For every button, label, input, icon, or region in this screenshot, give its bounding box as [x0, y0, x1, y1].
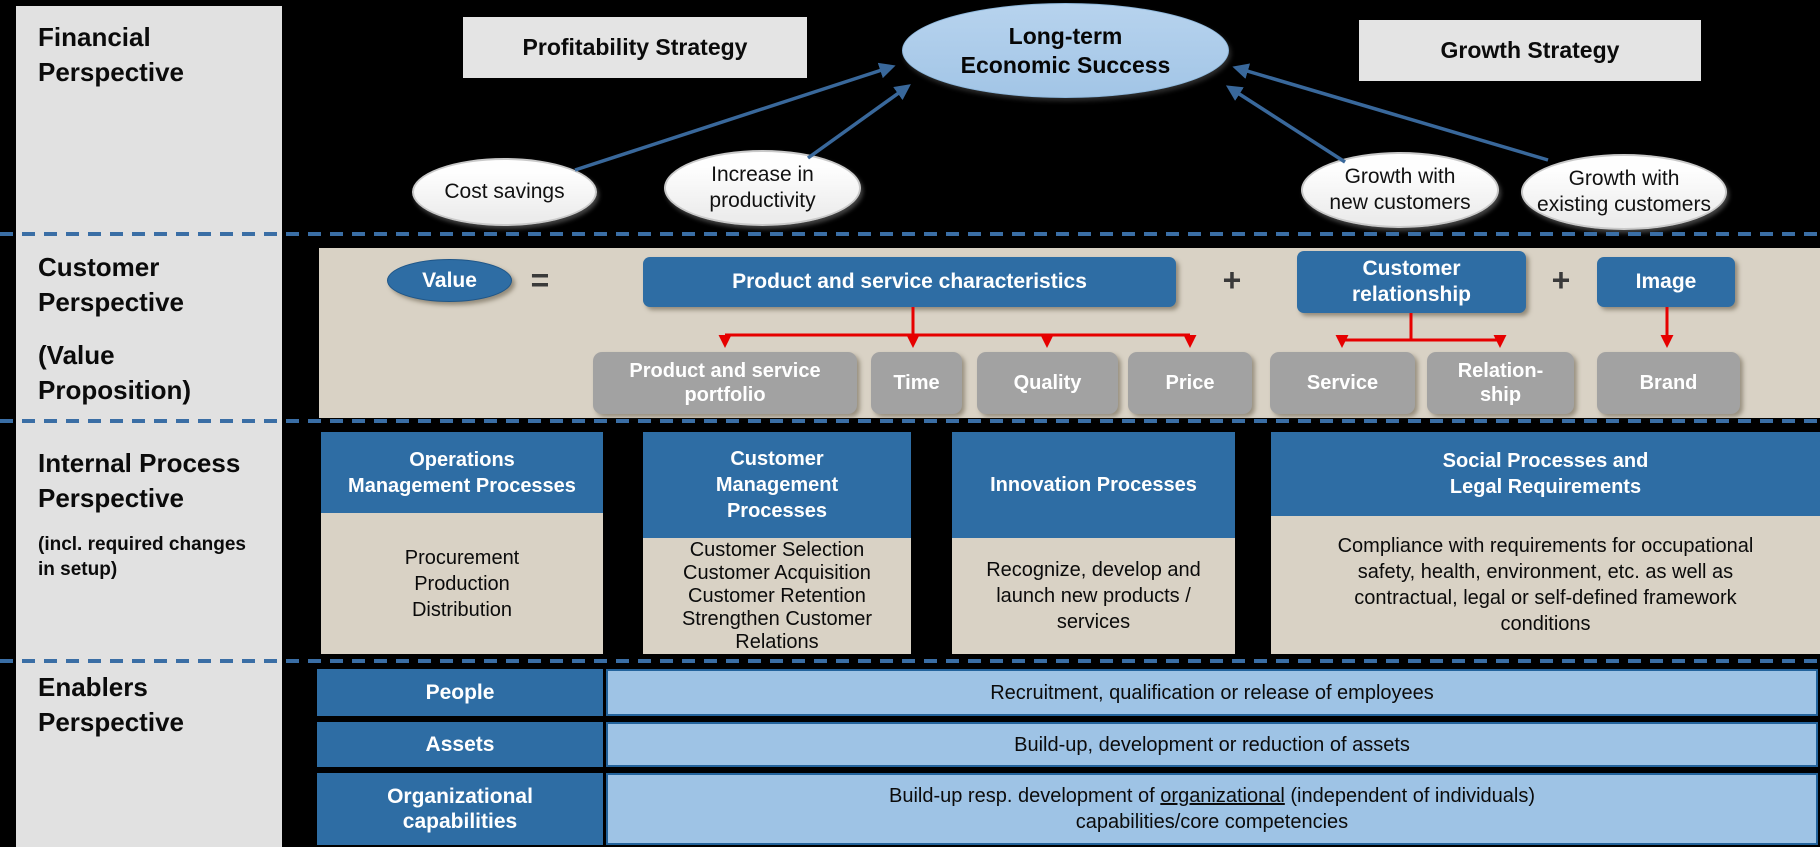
internal-process-note: (incl. required changes in setup): [38, 534, 246, 580]
enabler-text-underlined: organizational: [1160, 785, 1285, 807]
process-header-customer-management: Customer Management Processes: [643, 432, 911, 538]
dashed-separator-financial-customer: [0, 232, 1820, 236]
productivity-ellipse: Increase in productivity: [664, 150, 861, 226]
enabler-label-organizational-capabilities: Organizational capabilities: [317, 773, 603, 845]
attribute-box-service: Service: [1270, 352, 1415, 414]
process-header-innovation: Innovation Processes: [952, 432, 1235, 538]
equals-sign: =: [530, 261, 550, 298]
dashed-separator-process-enablers: [0, 659, 1820, 663]
customer-perspective-label: Customer Perspective: [38, 252, 184, 317]
arrow-existing-customers-to-goal: [1232, 63, 1549, 162]
plus-sign: +: [1551, 261, 1571, 298]
enabler-text-assets: Build-up, development or reduction of as…: [606, 722, 1818, 767]
component-box-customer-relationship: Customer relationship: [1297, 251, 1526, 313]
profitability-strategy-box: Profitability Strategy: [463, 17, 807, 78]
enabler-label-assets: Assets: [317, 722, 603, 767]
process-body-customer-management: Customer Selection Customer Acquisition …: [643, 538, 911, 654]
internal-process-perspective-label: Internal Process Perspective: [38, 448, 241, 513]
attribute-box-price: Price: [1128, 352, 1252, 414]
attribute-box-relationship: Relation- ship: [1427, 352, 1574, 414]
component-box-product-service-characteristics: Product and service characteristics: [643, 257, 1176, 307]
enabler-label-people: People: [317, 669, 603, 716]
arrow-new-customers-to-goal: [1225, 85, 1346, 164]
attribute-box-quality: Quality: [977, 352, 1118, 414]
enabler-text-organizational-capabilities: Build-up resp. development of organizati…: [606, 773, 1818, 845]
dashed-separator-customer-process: [0, 419, 1820, 423]
growth-new-customers-ellipse: Growth with new customers: [1301, 152, 1499, 228]
arrow-productivity-to-goal: [806, 84, 911, 160]
process-header-operations: Operations Management Processes: [321, 432, 603, 513]
perspective-sidebar: Financial Perspective Customer Perspecti…: [16, 6, 282, 847]
value-proposition-panel: Value = Product and service characterist…: [319, 248, 1820, 418]
enabler-text-prefix: Build-up resp. development of: [889, 785, 1161, 807]
component-box-image: Image: [1597, 257, 1735, 307]
plus-sign: +: [1222, 261, 1242, 298]
attribute-box-time: Time: [871, 352, 962, 414]
financial-perspective-label: Financial Perspective: [38, 22, 184, 87]
enablers-perspective-label: Enablers Perspective: [38, 672, 184, 737]
process-header-social-legal: Social Processes and Legal Requirements: [1271, 432, 1820, 516]
enabler-text-people: Recruitment, qualification or release of…: [606, 669, 1818, 716]
cost-savings-ellipse: Cost savings: [412, 158, 597, 226]
value-ellipse: Value: [387, 259, 512, 302]
attribute-box-portfolio: Product and service portfolio: [593, 352, 857, 414]
growth-strategy-box: Growth Strategy: [1359, 20, 1701, 81]
process-body-innovation: Recognize, develop and launch new produc…: [952, 538, 1235, 654]
growth-existing-customers-ellipse: Growth with existing customers: [1521, 154, 1727, 230]
long-term-economic-success-ellipse: Long-term Economic Success: [902, 3, 1229, 98]
attribute-box-brand: Brand: [1597, 352, 1740, 414]
process-body-social-legal: Compliance with requirements for occupat…: [1271, 516, 1820, 654]
value-proposition-label: (Value Proposition): [38, 340, 192, 405]
enabler-text-suffix: (independent of individuals) capabilitie…: [1075, 785, 1535, 833]
process-body-operations: Procurement Production Distribution: [321, 513, 603, 654]
